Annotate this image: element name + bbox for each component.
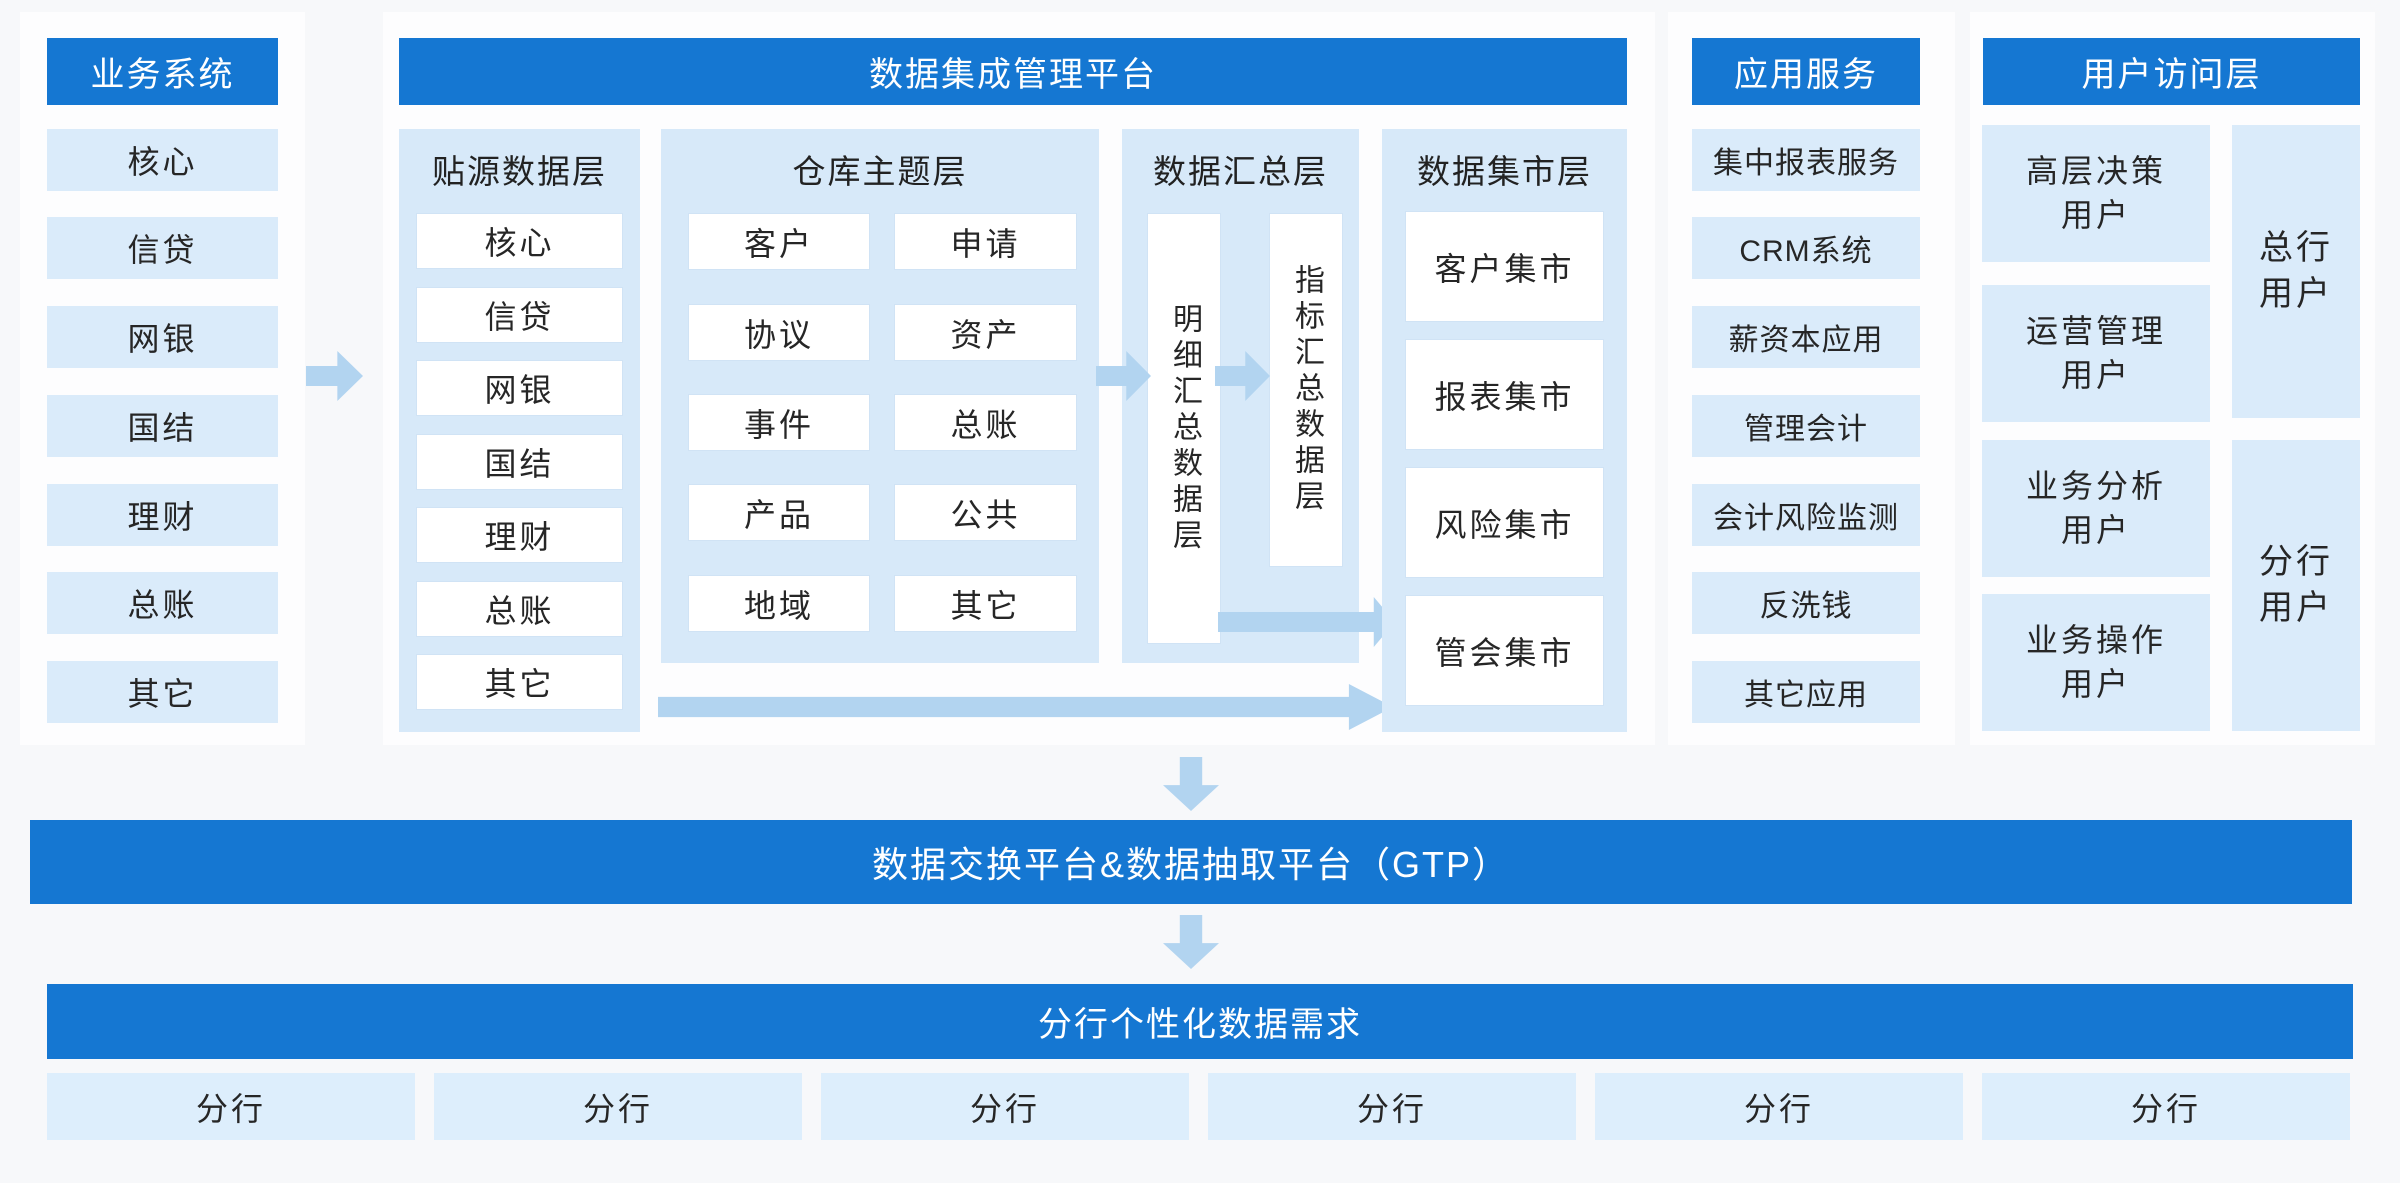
user-group-line: 业务操作 — [2025, 622, 2166, 659]
branch-users-box: 分行 用户 — [2232, 440, 2360, 731]
mart-item: 管会集市 — [1406, 596, 1603, 705]
mart-item: 报表集市 — [1406, 340, 1603, 449]
detail-summary-box: 明细汇总数据层 — [1148, 214, 1220, 643]
arrow-right-icon — [306, 351, 363, 401]
user-group-line: 运营管理 — [2025, 313, 2166, 350]
user-access-header: 用户访问层 — [1983, 38, 2360, 105]
app-service-item: 薪资本应用 — [1692, 306, 1920, 368]
source-layer-item: 国结 — [417, 435, 622, 489]
source-layer-item: 核心 — [417, 214, 622, 268]
warehouse-item: 其它 — [895, 576, 1076, 631]
business-system-item: 理财 — [47, 484, 278, 546]
warehouse-item: 协议 — [689, 305, 869, 360]
source-layer-item: 理财 — [417, 508, 622, 562]
app-services-card — [1668, 12, 1955, 745]
head-office-users-box: 总行 用户 — [2232, 125, 2360, 418]
user-group-box: 高层决策 用户 — [1982, 125, 2210, 262]
branch-box: 分行 — [1595, 1073, 1963, 1140]
business-system-item: 国结 — [47, 395, 278, 457]
mart-item: 风险集市 — [1406, 468, 1603, 577]
warehouse-item: 总账 — [895, 395, 1076, 450]
user-group-line: 高层决策 — [2025, 153, 2166, 190]
user-group-line: 业务分析 — [2025, 468, 2166, 505]
business-systems-card — [20, 12, 305, 745]
summary-layer-panel: 数据汇总层 明细汇总数据层 指标汇总数据层 — [1122, 129, 1359, 663]
app-services-header: 应用服务 — [1692, 38, 1920, 105]
app-service-item: 集中报表服务 — [1692, 129, 1920, 191]
warehouse-item: 资产 — [895, 305, 1076, 360]
mart-item: 客户集市 — [1406, 212, 1603, 321]
branch-box: 分行 — [1982, 1073, 2350, 1140]
branch-needs-header: 分行个性化数据需求 — [47, 984, 2353, 1059]
business-system-item: 其它 — [47, 661, 278, 723]
source-layer-item: 其它 — [417, 655, 622, 709]
arrow-down-icon — [1163, 757, 1219, 811]
user-group-line: 用户 — [2060, 356, 2131, 393]
business-systems-header: 业务系统 — [47, 38, 278, 105]
branch-box: 分行 — [47, 1073, 415, 1140]
business-system-item: 信贷 — [47, 217, 278, 279]
branch-box: 分行 — [434, 1073, 802, 1140]
summary-layer-title: 数据汇总层 — [1153, 153, 1328, 190]
arrow-down-icon — [1163, 915, 1219, 969]
source-layer-item: 总账 — [417, 582, 622, 636]
warehouse-item: 客户 — [689, 214, 869, 269]
warehouse-layer-panel: 仓库主题层 客户 申请 协议 资产 事件 总账 产品 公共 地域 其它 — [661, 129, 1099, 663]
bank-group-line: 分行 — [2259, 542, 2333, 581]
branch-box: 分行 — [821, 1073, 1189, 1140]
user-group-line: 用户 — [2060, 196, 2131, 233]
indicator-summary-box: 指标汇总数据层 — [1270, 214, 1342, 566]
warehouse-item: 申请 — [895, 214, 1076, 269]
app-service-item: CRM系统 — [1692, 217, 1920, 279]
bank-group-line: 总行 — [2259, 228, 2333, 267]
mart-layer-title: 数据集市层 — [1417, 153, 1592, 190]
warehouse-item: 产品 — [689, 485, 869, 540]
app-service-item: 其它应用 — [1692, 661, 1920, 723]
user-group-box: 业务操作 用户 — [1982, 594, 2210, 731]
user-group-box: 运营管理 用户 — [1982, 285, 2210, 422]
warehouse-item: 地域 — [689, 576, 869, 631]
business-system-item: 网银 — [47, 306, 278, 368]
user-group-line: 用户 — [2060, 665, 2131, 702]
warehouse-item: 事件 — [689, 395, 869, 450]
business-system-item: 核心 — [47, 129, 278, 191]
branch-box: 分行 — [1208, 1073, 1576, 1140]
bank-group-line: 用户 — [2259, 274, 2333, 313]
app-service-item: 反洗钱 — [1692, 572, 1920, 634]
business-system-item: 总账 — [47, 572, 278, 634]
warehouse-item: 公共 — [895, 485, 1076, 540]
mart-layer-panel: 数据集市层 客户集市 报表集市 风险集市 管会集市 — [1382, 129, 1627, 732]
user-group-box: 业务分析 用户 — [1982, 440, 2210, 577]
bank-group-line: 用户 — [2259, 588, 2333, 627]
source-layer-item: 网银 — [417, 361, 622, 415]
app-service-item: 会计风险监测 — [1692, 484, 1920, 546]
user-group-line: 用户 — [2060, 511, 2131, 548]
app-service-item: 管理会计 — [1692, 395, 1920, 457]
source-layer-item: 信贷 — [417, 288, 622, 342]
platform-header: 数据集成管理平台 — [399, 38, 1627, 105]
source-layer-title: 贴源数据层 — [432, 153, 607, 190]
source-layer-panel: 贴源数据层 核心 信贷 网银 国结 理财 总账 其它 — [399, 129, 640, 732]
gtp-platform-bar: 数据交换平台&数据抽取平台（GTP） — [30, 820, 2352, 904]
warehouse-layer-title: 仓库主题层 — [792, 153, 968, 190]
